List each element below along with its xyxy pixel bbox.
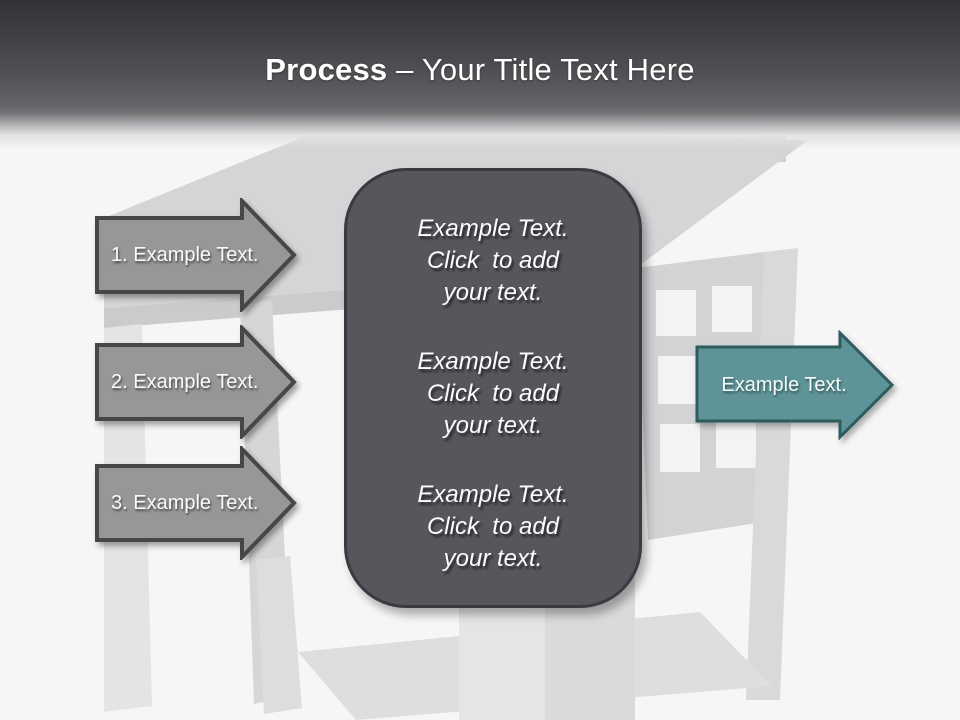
placeholder-line: Example Text. bbox=[417, 215, 569, 242]
slide-title-keyword: Process bbox=[265, 52, 388, 87]
step-arrow-label: 3. Example Text. bbox=[111, 492, 259, 514]
placeholder-line: your text. bbox=[443, 412, 543, 439]
placeholder-line: your text. bbox=[443, 279, 543, 306]
placeholder-line: Click to add bbox=[426, 247, 560, 274]
right-arrow-shape-icon bbox=[695, 329, 895, 441]
placeholder-paragraph-1: Example Text. Click to add your text. bbox=[347, 213, 639, 309]
placeholder-line: Example Text. bbox=[417, 348, 569, 375]
output-arrow[interactable]: Example Text. bbox=[695, 329, 895, 441]
step-arrow-2[interactable]: 2. Example Text. bbox=[95, 323, 297, 441]
slide-title: Process – Your Title Text Here bbox=[0, 50, 960, 90]
placeholder-line: Example Text. bbox=[417, 481, 569, 508]
right-arrow-shape-icon bbox=[95, 444, 297, 562]
title-bar bbox=[0, 0, 960, 150]
step-arrow-label: 1. Example Text. bbox=[111, 244, 259, 266]
step-arrow-label: 2. Example Text. bbox=[111, 371, 259, 393]
slide-title-subtitle: – Your Title Text Here bbox=[396, 52, 695, 87]
placeholder-paragraph-2: Example Text. Click to add your text. bbox=[347, 346, 639, 442]
placeholder-line: Click to add bbox=[426, 513, 560, 540]
right-arrow-shape-icon bbox=[95, 323, 297, 441]
right-arrow-shape-icon bbox=[95, 196, 297, 314]
text-placeholder-box[interactable]: Example Text. Click to add your text. Ex… bbox=[344, 168, 642, 608]
placeholder-line: your text. bbox=[443, 545, 543, 572]
step-arrow-3[interactable]: 3. Example Text. bbox=[95, 444, 297, 562]
output-arrow-label: Example Text. bbox=[721, 374, 847, 396]
placeholder-paragraph-3: Example Text. Click to add your text. bbox=[347, 479, 639, 575]
placeholder-line: Click to add bbox=[426, 380, 560, 407]
step-arrow-1[interactable]: 1. Example Text. bbox=[95, 196, 297, 314]
